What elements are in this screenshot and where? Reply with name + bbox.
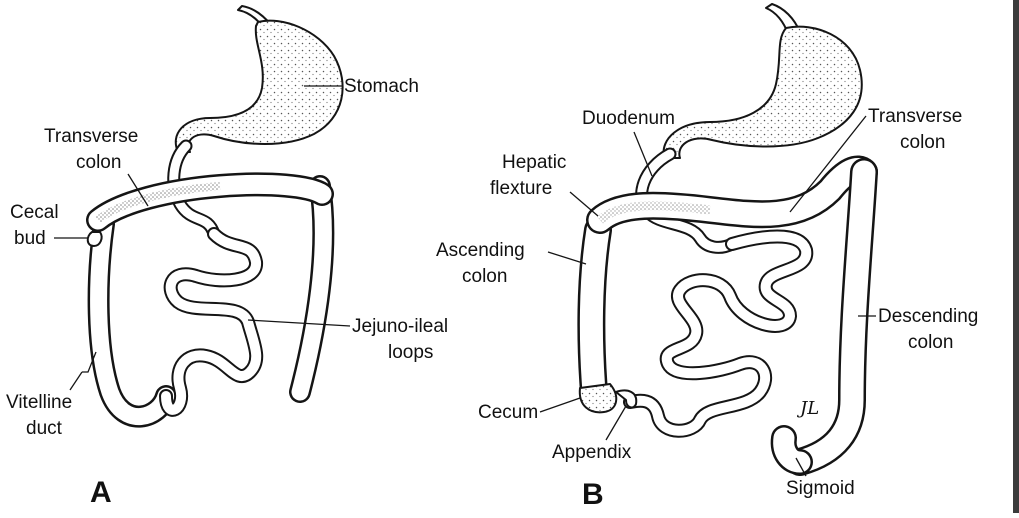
label-transverse-colon-a-2: colon xyxy=(76,152,121,173)
label-jejuno-ileal-1: Jejuno-ileal xyxy=(352,316,448,337)
label-transverse-colon-a-1: Transverse xyxy=(44,126,138,147)
leader-cecum xyxy=(540,398,580,412)
label-stomach: Stomach xyxy=(344,76,419,97)
label-duodenum: Duodenum xyxy=(582,108,675,129)
label-hepatic-2: flexture xyxy=(490,178,552,199)
artist-signature: JL xyxy=(796,398,819,419)
label-ascending-1: Ascending xyxy=(436,240,525,261)
label-cecum: Cecum xyxy=(478,402,538,423)
label-cecal-bud-1: Cecal xyxy=(10,202,59,223)
panel-letter-a: A xyxy=(90,476,112,509)
leader-hepatic xyxy=(570,192,598,216)
leader-jejuno-ileal xyxy=(248,320,350,326)
panel-b: JL Duodenum Transverse colon Hepatic fle… xyxy=(436,4,978,511)
appendix xyxy=(616,391,636,408)
label-hepatic-1: Hepatic xyxy=(502,152,566,173)
label-descending-2: colon xyxy=(908,332,953,353)
label-vitelline-1: Vitelline xyxy=(6,392,72,413)
label-sigmoid: Sigmoid xyxy=(786,478,855,499)
stomach-b xyxy=(663,27,861,158)
label-transverse-colon-b-1: Transverse xyxy=(868,106,962,127)
leader-vitelline xyxy=(70,372,82,390)
label-transverse-colon-b-2: colon xyxy=(900,132,945,153)
leader-duodenum xyxy=(634,132,652,176)
page-edge-shadow xyxy=(1013,0,1019,513)
cecal-bud-a xyxy=(88,232,102,246)
small-intestine-loops-b xyxy=(630,237,806,431)
cecum xyxy=(580,384,616,412)
label-cecal-bud-2: bud xyxy=(14,228,46,249)
label-appendix: Appendix xyxy=(552,442,632,463)
label-ascending-2: colon xyxy=(462,266,507,287)
panel-a: Stomach Transverse colon Cecal bud Jejun… xyxy=(6,6,448,509)
label-vitelline-2: duct xyxy=(26,418,63,439)
label-descending-1: Descending xyxy=(878,306,978,327)
label-jejuno-ileal-2: loops xyxy=(388,342,433,363)
panel-letter-b: B xyxy=(582,478,604,511)
